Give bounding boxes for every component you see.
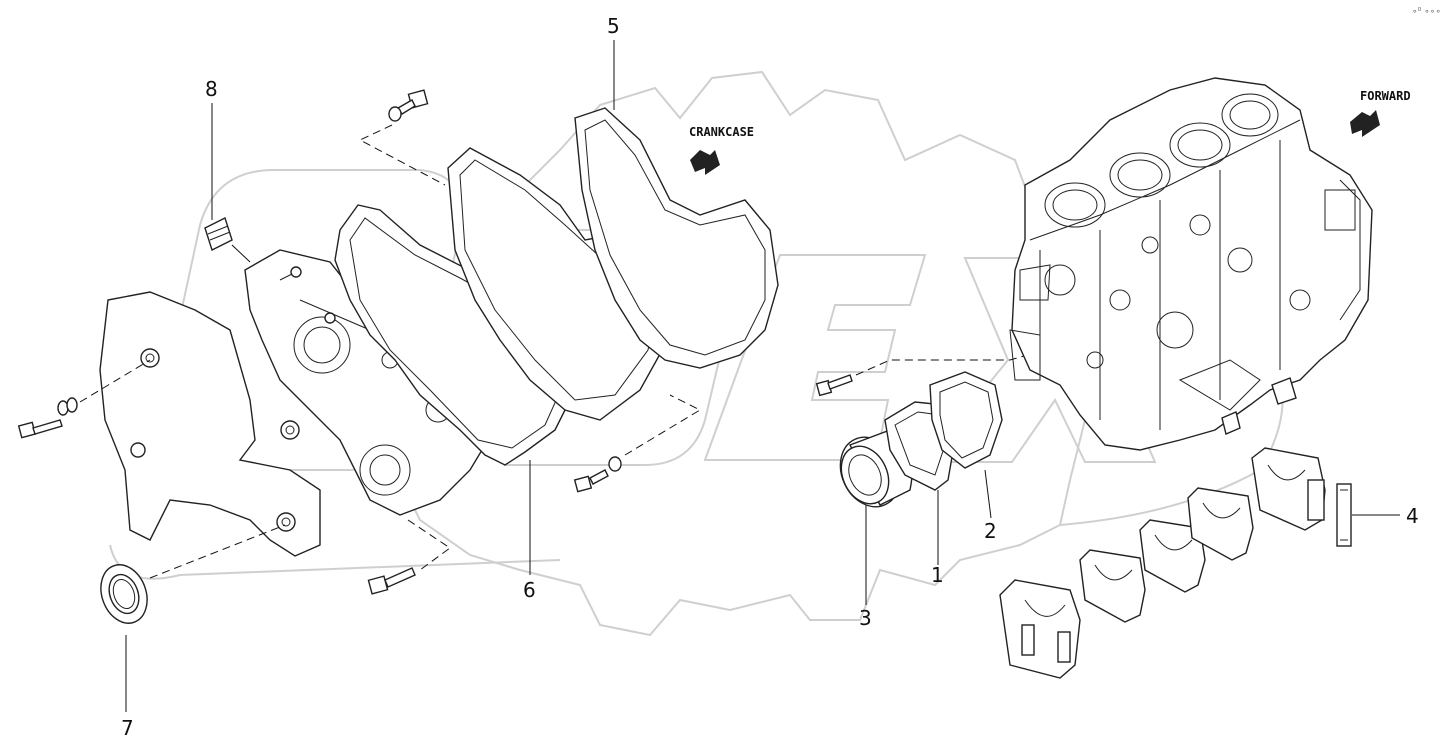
- part-7-oil-seal: [100, 564, 148, 624]
- bolt-seal: [815, 374, 853, 397]
- cylinder-block: [1009, 77, 1373, 451]
- leader-bolt-bottom: [407, 519, 451, 571]
- callout-3: 3: [859, 606, 872, 630]
- forward-label: FORWARD: [1360, 89, 1411, 103]
- watermark-arc: [109, 544, 561, 580]
- bolt-bottom: [367, 567, 416, 595]
- leader-2: [984, 469, 992, 519]
- leader-bolt-left: [79, 359, 151, 403]
- part-3-oil-seal: [839, 429, 914, 508]
- crankcase-arrow-icon: [690, 150, 720, 175]
- bolt-top: [388, 89, 429, 122]
- crankcase-label: CRANKCASE: [689, 125, 754, 139]
- bolt-mid: [573, 456, 622, 493]
- callout-5: 5: [607, 14, 620, 38]
- bolt-left: [17, 397, 78, 439]
- corner-mark: ∘⁰ ∘∘∘: [1412, 7, 1441, 17]
- watermark-arc-right: [1059, 379, 1284, 526]
- part-5-gasket: [447, 107, 779, 421]
- forward-arrow-icon: [1350, 110, 1380, 137]
- part-8-plug: [204, 217, 233, 251]
- front-cover-plate: [99, 291, 321, 557]
- block-plug-1: [1271, 377, 1297, 405]
- block-plug-2: [1221, 411, 1241, 435]
- part-4-thrust-washer: [1336, 483, 1352, 547]
- callout-1: 1: [931, 563, 944, 587]
- part-2-gasket: [929, 371, 1003, 469]
- callout-4: 4: [1406, 504, 1419, 528]
- leader-crank-axis: [855, 339, 1081, 376]
- callout-8: 8: [205, 77, 218, 101]
- leader-bolt-top: [358, 124, 446, 186]
- callout-6: 6: [523, 578, 536, 602]
- leader-seal-7: [149, 524, 286, 579]
- leader-8b: [231, 244, 251, 263]
- callout-2: 2: [984, 519, 997, 543]
- main-bearing-caps: [999, 447, 1326, 679]
- leader-bolt-mid: [624, 394, 702, 456]
- callout-7: 7: [121, 716, 134, 740]
